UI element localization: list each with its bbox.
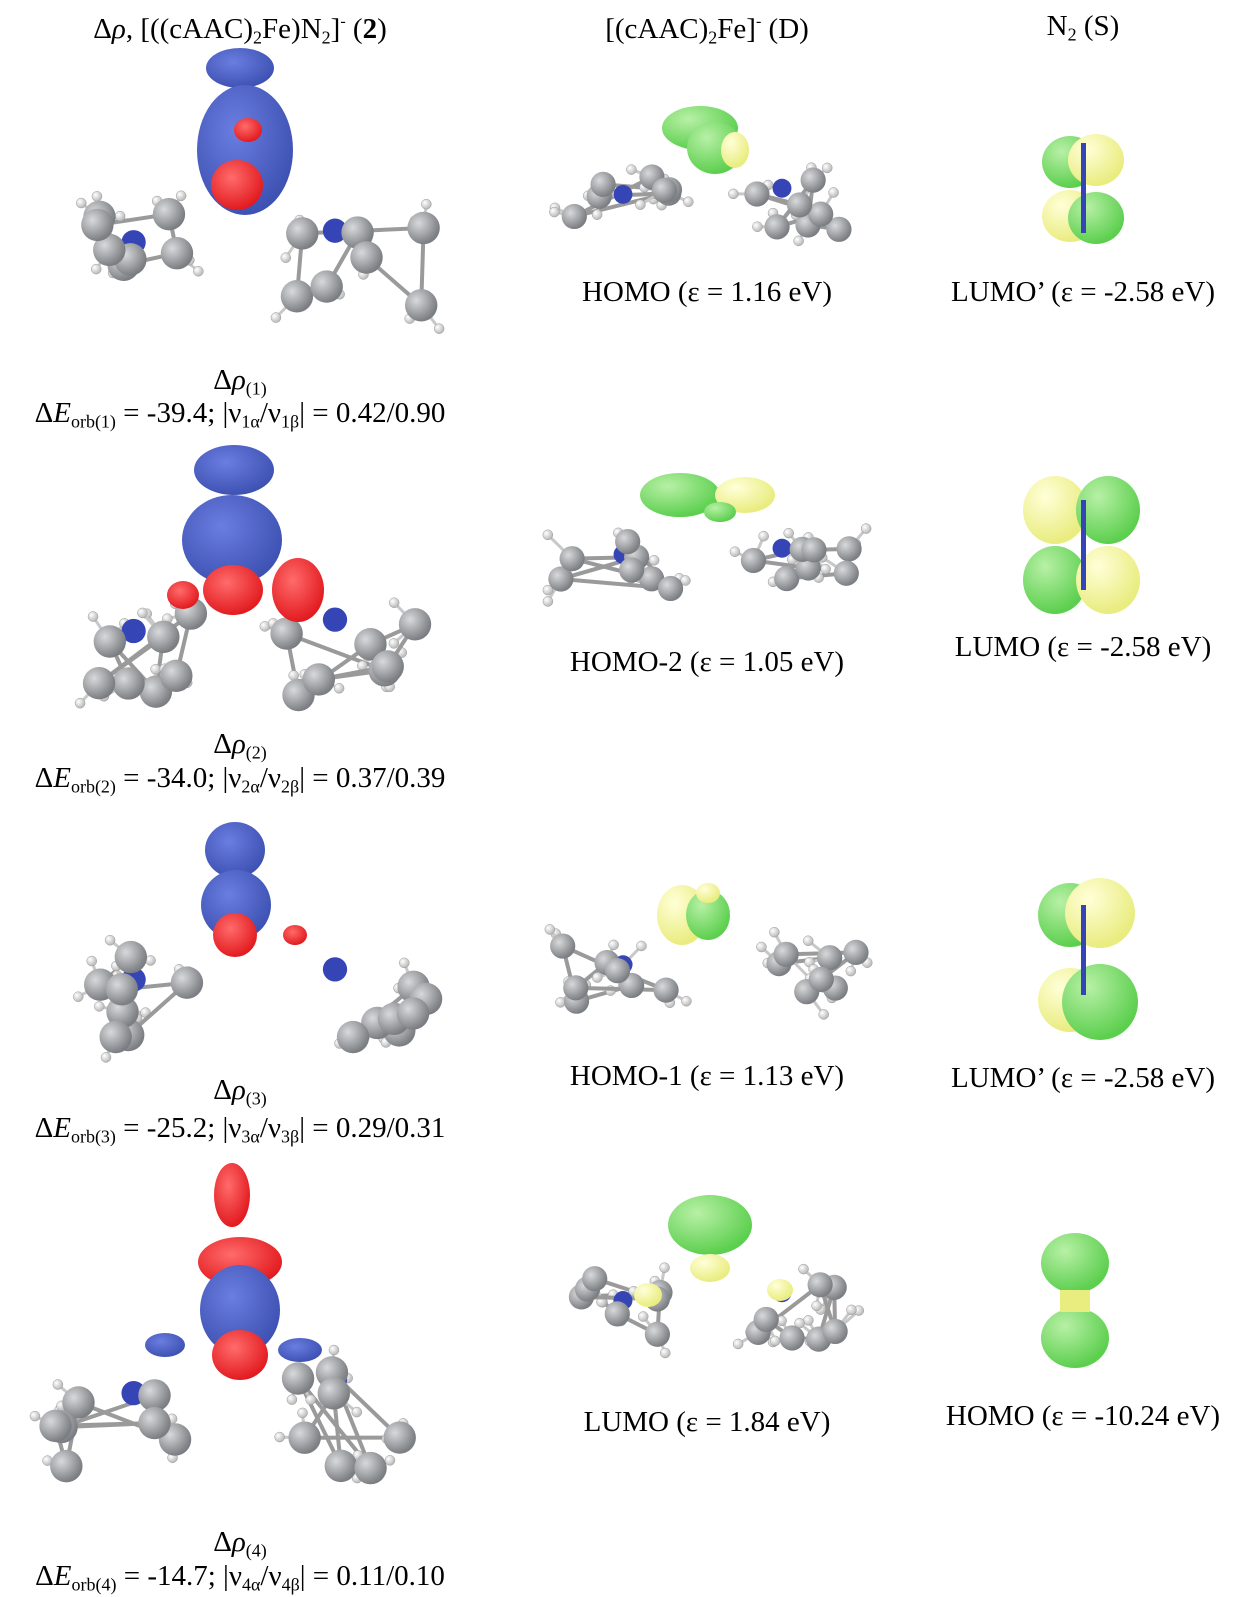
orbital-S-label-3: LUMO’ (ε = -2.58 eV) [951,1062,1215,1094]
orbital-lobe [1038,883,1102,947]
orbital-lobe [194,445,274,495]
orbital-lobe [197,85,293,215]
orbital-lobe [198,1237,282,1287]
drho-label-3: Δρ(3) [213,1074,267,1109]
orbital-lobe [657,885,707,945]
orbital-lobe [668,1195,752,1255]
orbital-S-label-2: LUMO (ε = -2.58 eV) [954,631,1212,663]
orbital-lobe [721,132,749,168]
orbital-lobe [1042,136,1098,188]
orbital-lobe [767,1279,793,1301]
orbital-lobe [1023,476,1087,544]
orbital-S-label-4: HOMO (ε = -10.24 eV) [945,1400,1221,1432]
orbital-lobe [283,925,307,945]
orbital-lobe [1062,964,1138,1040]
orbital-lobe [203,565,263,615]
orbital-lobe [201,870,271,940]
orbital-lobe [715,477,775,513]
molecule-skeleton [544,924,873,1020]
orbital-lobe [212,1330,268,1380]
header-col3: N2 (S) [1046,10,1120,45]
orbital-D-plot-4 [568,1195,865,1359]
orbital-D-label-3: HOMO-1 (ε = 1.13 eV) [569,1060,845,1092]
drho-label-1: Δρ(1) [213,364,267,399]
orbital-D-label-1: HOMO (ε = 1.16 eV) [581,276,833,308]
header-col2: [(cAAC)2Fe]- (D) [605,13,809,48]
orbital-lobe [205,822,265,878]
orbital-lobe [200,1265,280,1355]
molecule-skeleton [568,1262,865,1359]
orbital-lobe [686,890,730,940]
orbital-lobe [1065,878,1135,948]
density-plot-2 [74,445,432,712]
density-plot-4 [29,1163,416,1485]
orbital-lobe [206,48,274,88]
energy-label-4: ΔEorb(4) = -14.7; |ν4α/ν4β| = 0.11/0.10 [35,1560,445,1595]
orbital-lobe [1041,1308,1109,1368]
orbital-lobe [167,581,199,609]
orbital-lobe [211,160,263,210]
orbital-D-label-2: HOMO-2 (ε = 1.05 eV) [569,646,845,678]
orbital-lobe [687,122,743,174]
energy-label-3: ΔEorb(3) = -25.2; |ν3α/ν3β| = 0.29/0.31 [34,1112,446,1147]
molecule-skeleton [542,523,872,607]
orbital-lobe [1041,1233,1109,1293]
orbital-D-plot-2 [542,473,872,607]
energy-label-2: ΔEorb(2) = -34.0; |ν2α/ν2β| = 0.37/0.39 [34,762,446,797]
orbital-lobe [704,502,736,522]
orbital-lobe [696,883,720,903]
molecule-skeleton [72,934,443,1063]
density-plot-1 [76,48,445,334]
orbital-lobe [214,1163,250,1227]
orbital-D-plot-3 [544,883,873,1020]
orbital-S-label-1: LUMO’ (ε = -2.58 eV) [951,276,1215,308]
orbital-lobe [182,495,282,585]
orbital-lobe [634,1283,662,1307]
drho-label-4: Δρ(4) [213,1526,267,1561]
density-plot-3 [72,822,443,1063]
drho-label-2: Δρ(2) [213,728,267,763]
molecule-skeleton [74,597,432,712]
orbital-D-label-4: LUMO (ε = 1.84 eV) [583,1406,831,1438]
orbital-lobe [1023,546,1087,614]
molecule-skeleton [549,162,852,247]
orbital-lobe [662,106,738,150]
orbital-D-plot-1 [549,106,852,247]
orbital-lobe [1068,134,1124,186]
header-col1: Δρ, [((cAAC)2Fe)N2]- (2) [93,13,387,48]
molecule-skeleton [29,1344,416,1485]
orbital-lobe [1068,192,1124,244]
orbital-lobe [272,558,324,622]
orbital-lobe [1042,190,1098,242]
orbital-lobe [145,1333,185,1357]
energy-label-1: ΔEorb(1) = -39.4; |ν1α/ν1β| = 0.42/0.90 [34,397,446,432]
orbital-lobe [1038,968,1102,1032]
orbital-lobe [213,913,257,957]
orbital-lobe [1076,546,1140,614]
orbital-lobe [234,118,262,142]
orbital-lobe [278,1338,322,1362]
orbital-lobe [640,473,720,517]
orbital-lobe [1076,476,1140,544]
molecule-skeleton [76,190,445,334]
orbital-lobe [690,1254,730,1282]
